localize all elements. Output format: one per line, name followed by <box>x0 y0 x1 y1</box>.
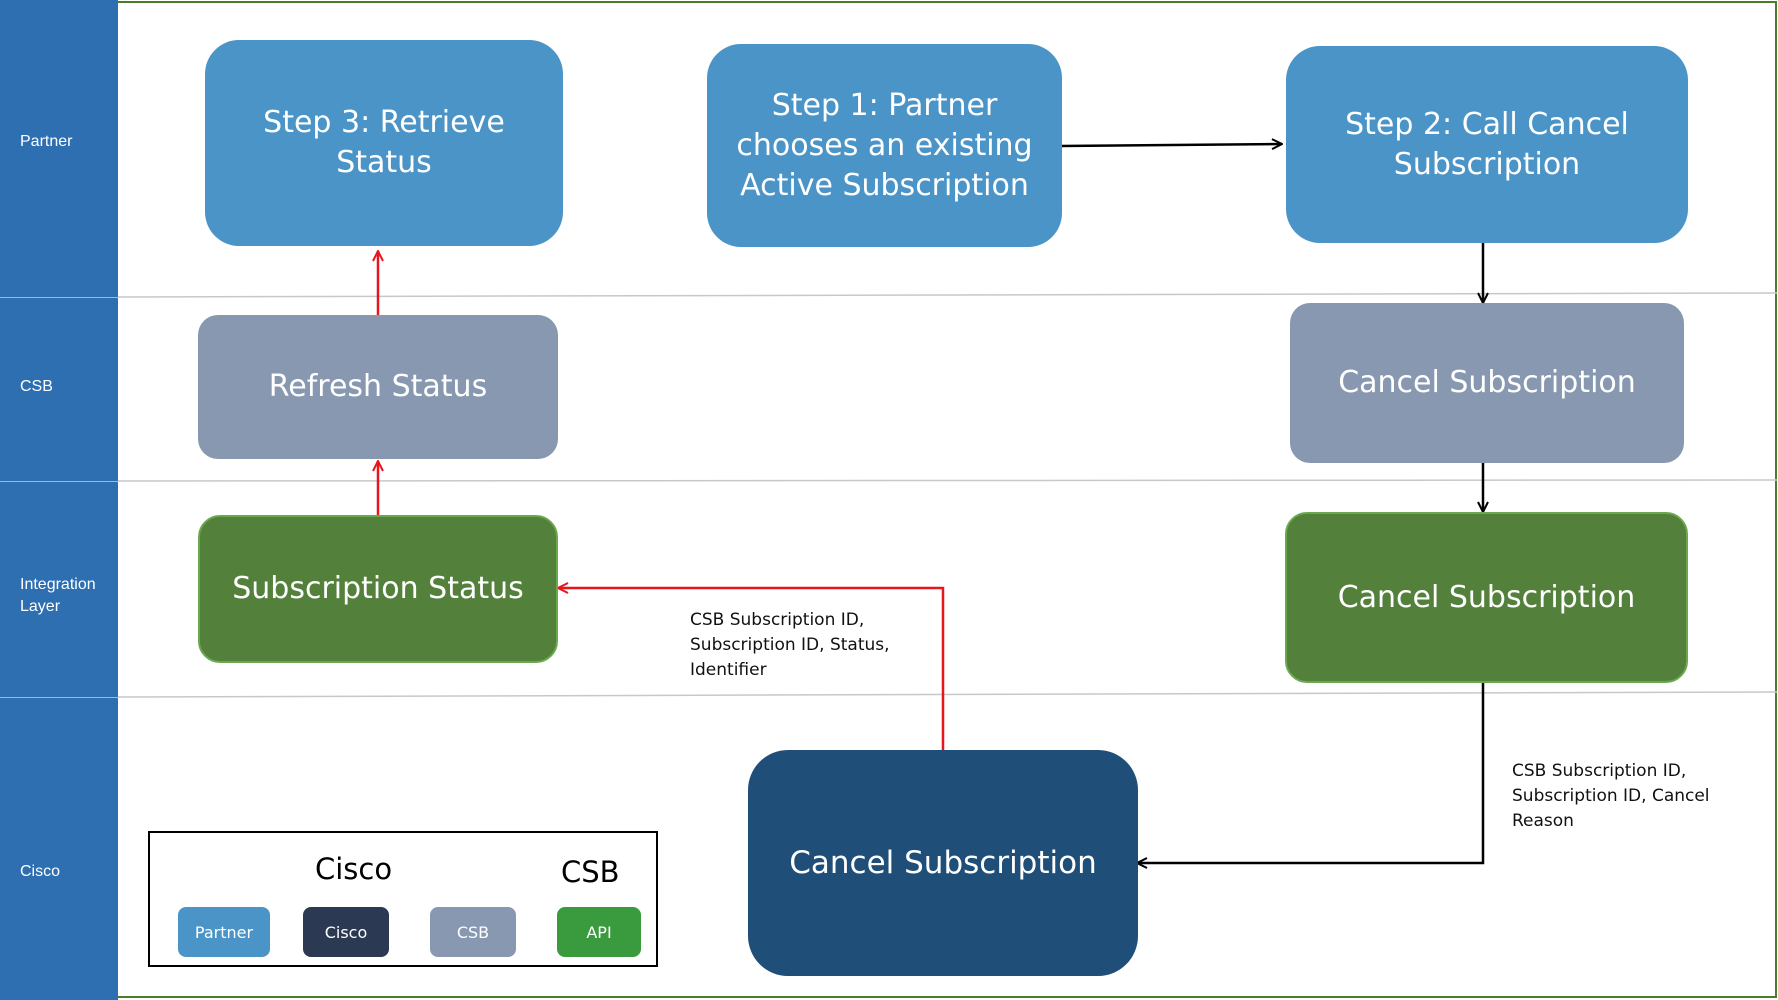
legend-chip-partner: Partner <box>178 907 270 957</box>
lane-divider <box>0 697 118 698</box>
lane-label-partner: Partner <box>20 133 73 150</box>
csb-cancel-subscription-box: Cancel Subscription <box>1290 303 1684 463</box>
lane-label-cisco: Cisco <box>20 863 61 880</box>
cisco-cancel-label: Cancel Subscription <box>789 845 1097 881</box>
lane-label-column: Partner CSB Integration Layer Cisco <box>0 0 118 1000</box>
step1-label: Step 1: Partner chooses an existing Acti… <box>736 87 1033 203</box>
arrow-step1-to-step2 <box>1060 144 1282 146</box>
diagram-frame <box>118 1 1777 998</box>
legend: Cisco CSB Partner Cisco CSB API <box>148 831 658 967</box>
legend-csb-arrow-label: CSB <box>561 855 620 889</box>
refresh-status-box: Refresh Status <box>198 315 558 459</box>
api-cancel-label: Cancel Subscription <box>1337 579 1636 615</box>
legend-chip-cisco: Cisco <box>303 907 389 957</box>
status-payload-note: CSB Subscription ID, Subscription ID, St… <box>690 610 890 680</box>
lane-divider <box>0 297 118 298</box>
cancel-payload-note: CSB Subscription ID, Subscription ID, Ca… <box>1512 761 1710 831</box>
lane-label-csb: CSB <box>20 378 53 395</box>
lane-label-integration-layer: Integration Layer <box>20 576 96 615</box>
subscription-status-label: Subscription Status <box>232 571 524 606</box>
lane-separator <box>117 479 1778 482</box>
legend-cisco-arrow-label: Cisco <box>315 852 393 886</box>
lane-divider <box>0 481 118 482</box>
lane-separator <box>117 292 1778 298</box>
step3-label: Step 3: Retrieve Status <box>263 105 505 180</box>
subscription-status-box: Subscription Status <box>198 515 558 663</box>
step2-call-cancel-box: Step 2: Call Cancel Subscription <box>1286 46 1688 243</box>
step3-retrieve-status-box: Step 3: Retrieve Status <box>205 40 563 246</box>
refresh-status-label: Refresh Status <box>268 369 488 404</box>
legend-chip-api: API <box>557 907 641 957</box>
csb-cancel-label: Cancel Subscription <box>1338 365 1636 400</box>
cisco-cancel-subscription-box: Cancel Subscription <box>748 750 1138 976</box>
step2-label: Step 2: Call Cancel Subscription <box>1345 106 1629 182</box>
api-cancel-subscription-box: Cancel Subscription <box>1285 512 1688 683</box>
step1-choose-subscription-box: Step 1: Partner chooses an existing Acti… <box>707 44 1062 247</box>
arrow-cisco-to-subscription-status <box>558 588 945 750</box>
lane-separator <box>117 691 1778 698</box>
arrow-api-cancel-to-cisco-cancel <box>1137 682 1485 863</box>
legend-chip-csb: CSB <box>430 907 516 957</box>
